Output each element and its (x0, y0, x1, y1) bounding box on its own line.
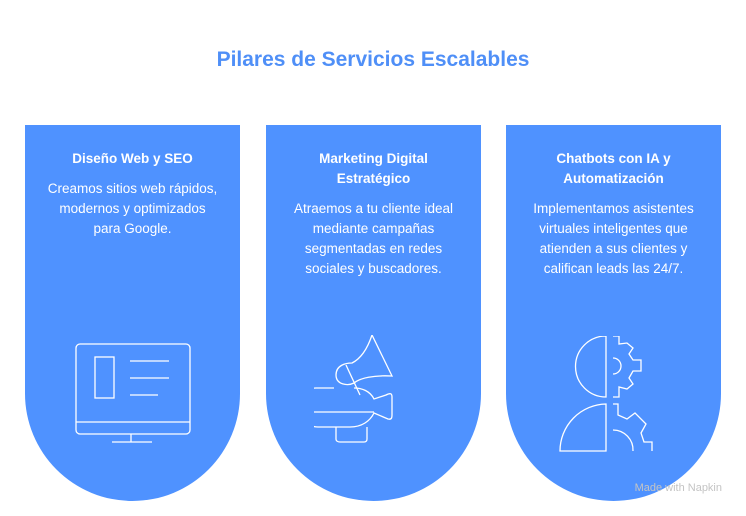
card-heading: Diseño Web y SEO (72, 151, 193, 166)
card-digital-marketing: Marketing Digital Estratégico Atraemos a… (266, 125, 481, 501)
napkin-watermark: Made with Napkin (634, 482, 722, 494)
head-gears-icon (559, 336, 653, 452)
card-heading: Marketing Digital Estratégico (319, 151, 428, 186)
card-body: Implementamos asistentes virtuales intel… (533, 201, 694, 276)
monitor-icon (75, 343, 191, 443)
card-web-design: Diseño Web y SEO Creamos sitios web rápi… (25, 125, 240, 501)
megaphone-icon (314, 335, 394, 443)
card-body: Atraemos a tu cliente ideal mediante cam… (293, 201, 454, 276)
card-heading: Chatbots con IA y Automatización (556, 151, 671, 186)
page-title: Pilares de Servicios Escalables (216, 48, 530, 71)
card-chatbots-ai: Chatbots con IA y Automatización Impleme… (506, 125, 721, 501)
card-body: Creamos sitios web rápidos, modernos y o… (47, 181, 218, 236)
